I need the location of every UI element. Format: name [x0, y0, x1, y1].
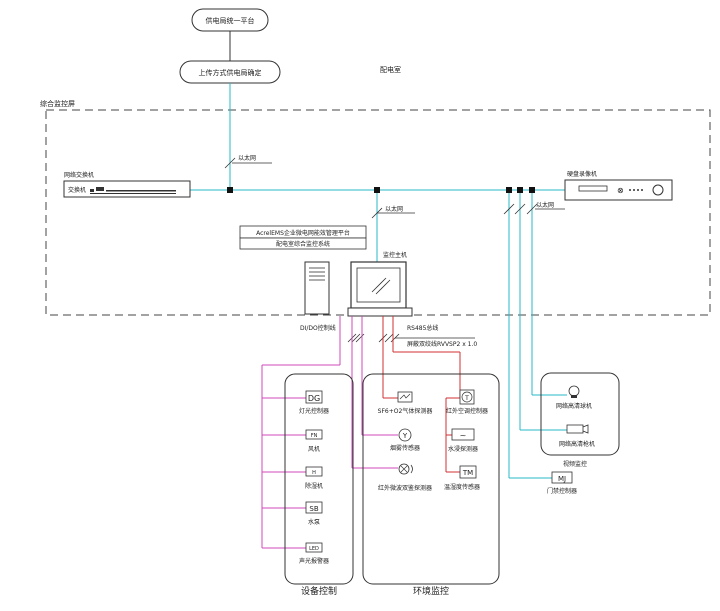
tower-details	[309, 267, 325, 281]
gun-camera-lens	[582, 424, 589, 434]
water-pump-code: SB	[309, 505, 318, 513]
ir-ac-circle	[461, 391, 473, 403]
ir-ac-code: T	[464, 395, 469, 402]
device-control-title: 设备控制	[301, 585, 337, 597]
alarm-icon	[305, 542, 323, 553]
computer-tower-icon	[304, 261, 330, 315]
fan-label: 风机	[308, 445, 320, 453]
ethernet-label-right: 以太网	[536, 201, 554, 209]
smoke-sensor-label: 烟雾传感器	[390, 444, 420, 452]
dome-camera-icon	[568, 385, 580, 397]
smoke-sensor-code: Y	[402, 432, 408, 440]
shield-cable-label: 屏蔽双绞线RVVSP2 x 1.0	[407, 340, 477, 348]
water-leak-icon	[451, 428, 475, 441]
video-label: 视频监控	[563, 460, 587, 468]
smoke-sensor-icon	[398, 428, 412, 442]
rs485-label: RS485总线	[407, 324, 438, 332]
dido-label: DI/DO控制线	[300, 324, 336, 332]
zone-label: 综合监控屏	[40, 99, 75, 108]
screen-glare	[371, 277, 387, 293]
env-monitor-title: 环境监控	[413, 585, 449, 597]
door-controller-code: MJ	[558, 475, 566, 483]
sf6-wave	[399, 393, 411, 400]
sf6-sensor-label: SF6+O2气体探测器	[378, 407, 433, 415]
keyboard-icon	[347, 307, 413, 317]
switch-title: 网络交换机	[64, 171, 94, 179]
water-leak-code: ~	[460, 431, 467, 440]
platform-box-2	[239, 237, 367, 250]
ir-microwave-cross	[400, 465, 408, 473]
nvr-device	[564, 179, 673, 201]
nvr-display	[578, 185, 608, 192]
nvr-power-icon: ⊗	[617, 186, 624, 195]
control-lines	[261, 316, 398, 549]
power-bureau-platform-label: 供电局统一平台	[206, 16, 255, 25]
device-control-panel	[284, 373, 354, 585]
ethernet-label-mid: 以太网	[385, 205, 403, 213]
ir-microwave-label: 红外微波双鉴探测器	[378, 484, 432, 492]
junction-nodes	[227, 187, 535, 193]
dehumidifier-icon	[305, 466, 323, 477]
door-controller-icon	[551, 471, 573, 484]
upload-method-label: 上传方式供电局确定	[199, 68, 262, 77]
env-monitor-panel	[362, 373, 500, 585]
dehumidifier-label: 除湿机	[305, 482, 323, 490]
screen-glare-2	[375, 279, 391, 295]
ethernet-label-top: 以太网	[238, 154, 256, 162]
dome-camera-base	[571, 395, 577, 398]
water-leak-label: 水浸探测器	[448, 445, 478, 453]
ir-ac-label: 红外空调控制器	[446, 407, 488, 415]
switch-ports	[90, 187, 176, 194]
light-controller-icon	[305, 390, 323, 404]
room-label: 配电室	[380, 65, 401, 74]
nvr-title: 硬盘录像机	[567, 170, 597, 178]
nvr-knob-icon	[652, 184, 664, 196]
water-pump-label: 水泵	[308, 518, 320, 526]
alarm-code: LED	[309, 546, 319, 552]
ethernet-lines	[190, 83, 567, 479]
gun-camera-icon	[566, 424, 584, 434]
gun-camera-label: 网络高清枪机	[559, 440, 595, 448]
host-label: 监控主机	[383, 251, 407, 259]
ir-microwave-wave	[410, 464, 413, 474]
temp-humidity-label: 温湿度传感器	[444, 483, 480, 491]
fan-icon	[305, 429, 323, 440]
fan-code: FN	[311, 433, 318, 439]
dehumidifier-code: H	[312, 470, 316, 476]
ethernet-ticks	[224, 157, 565, 219]
temp-humidity-icon	[459, 465, 477, 479]
video-panel	[540, 372, 620, 456]
platform-line-1: AcrelEMS企业微电网能效管理平台	[256, 229, 350, 237]
nvr-dots	[629, 189, 643, 191]
door-controller-label: 门禁控制器	[547, 487, 577, 495]
alarm-label: 声光报警器	[299, 557, 329, 565]
switch-inner-label: 交换机	[68, 186, 86, 194]
temp-humidity-code: TM	[462, 469, 473, 477]
light-controller-label: 灯光控制器	[299, 407, 329, 415]
water-pump-icon	[305, 501, 323, 514]
dome-camera-label: 网络高清球机	[556, 402, 592, 410]
platform-line-2: 配电室综合监控系统	[276, 240, 330, 248]
light-controller-code: DG	[308, 394, 320, 403]
